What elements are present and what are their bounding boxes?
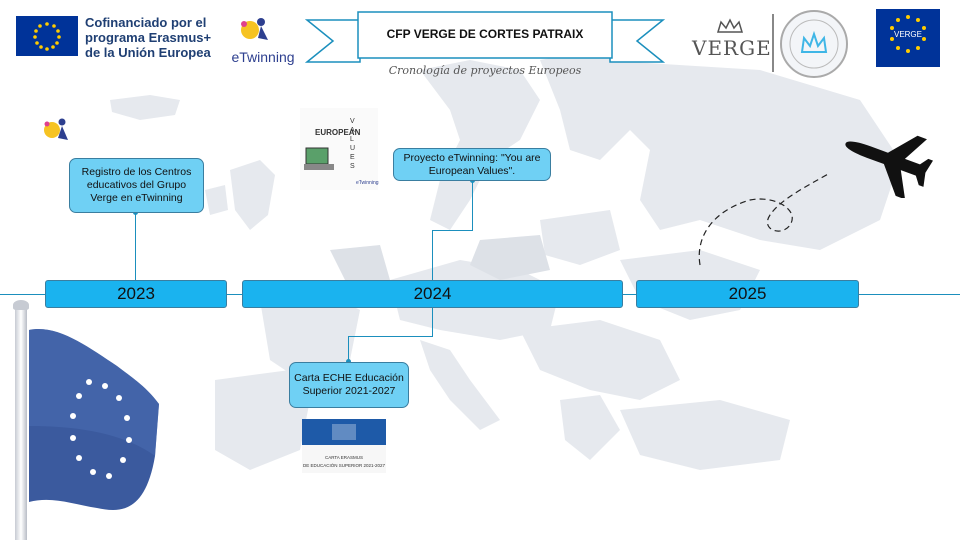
airplane-icon [845, 135, 933, 198]
event-box-carta-eche: Carta ECHE Educación Superior 2021-2027 [289, 362, 409, 408]
etwinning-small-icon [44, 118, 68, 140]
erasmus-line-3: de la Unión Europea [85, 45, 211, 60]
year-2024-bar: 2024 [242, 280, 623, 308]
erasmus-line-1: Cofinanciado por el [85, 15, 207, 30]
year-2025-label: 2025 [728, 284, 767, 303]
erasmus-logo [16, 16, 78, 56]
crown-icon [716, 18, 743, 33]
year-2024-label: 2024 [413, 284, 452, 303]
event-box-european-values: Proyecto eTwinning: "You are European Va… [393, 148, 551, 181]
connector-etwinning-vertical-top [472, 180, 473, 230]
values-letter-e: E [350, 154, 355, 161]
etwinning-logo: eTwinning [228, 14, 298, 65]
connector-eche-vertical-bottom [348, 336, 349, 362]
values-letter-l: L [350, 136, 354, 143]
eu-commission-icon [332, 424, 356, 440]
eche-image: CARTA ERASMUS DE EDUCACIÓN SUPERIOR 2021… [302, 419, 386, 473]
connector-eche-dot [346, 359, 351, 364]
flag-pole-top [13, 300, 29, 310]
verge-logo-text: VERGE [692, 36, 772, 60]
connector-2023 [135, 212, 136, 280]
verge-seal [780, 10, 848, 78]
event-text-etwinning-registro: Registro de los Centros educativos del G… [81, 166, 192, 204]
page-subtitle: Cronología de proyectos Europeos [388, 64, 582, 77]
european-values-image: EUROPEAN V A L U E S eTwinning [300, 108, 379, 190]
erasmus-line-2: programa Erasmus+ [85, 30, 212, 45]
values-letter-v: V [350, 118, 355, 125]
etwinning-small-text: eTwinning [356, 180, 379, 186]
title-ribbon [305, 11, 665, 63]
seal-crown-icon [789, 19, 839, 69]
event-box-etwinning-registro: Registro de los Centros educativos del G… [69, 158, 204, 213]
eu-badge-stars-icon [890, 15, 926, 53]
european-values-word: EUROPEAN [315, 128, 361, 137]
connector-eche-horizontal [348, 336, 433, 337]
erasmus-text: Cofinanciado por el programa Erasmus+ de… [85, 15, 211, 60]
logo-divider [772, 14, 774, 72]
eche-header-bar [302, 419, 386, 445]
eche-caption-line-2: DE EDUCACIÓN SUPERIOR 2021-2027 [302, 463, 386, 468]
year-2025-bar: 2025 [636, 280, 859, 308]
eche-caption-line-1: CARTA ERASMUS [324, 455, 364, 460]
etwinning-text: eTwinning [231, 49, 295, 65]
connector-eche-vertical-top [432, 308, 433, 336]
values-letter-a: A [350, 127, 355, 134]
flag-pole [15, 304, 27, 540]
verge-logo: VERGE [692, 18, 772, 68]
etwinning-figures-icon [241, 18, 268, 40]
page-title: CFP VERGE DE CORTES PATRAIX [386, 27, 584, 41]
year-2023-label: 2023 [117, 284, 155, 303]
connector-etwinning-horizontal [432, 230, 473, 231]
year-2023-bar: 2023 [45, 280, 227, 308]
eu-badge: VERGE [876, 9, 940, 67]
event-text-european-values: Proyecto eTwinning: "You are European Va… [403, 151, 541, 177]
values-letter-s: S [350, 163, 355, 170]
event-text-carta-eche: Carta ECHE Educación Superior 2021-2027 [294, 372, 404, 397]
connector-etwinning-vertical-bottom [432, 230, 433, 280]
eu-flag-icon [29, 328, 159, 510]
values-letter-u: U [350, 145, 356, 152]
laptop-icon [304, 147, 334, 170]
eu-stars-icon [33, 22, 61, 51]
flight-path [698, 172, 831, 266]
eu-badge-text: VERGE [893, 30, 922, 39]
